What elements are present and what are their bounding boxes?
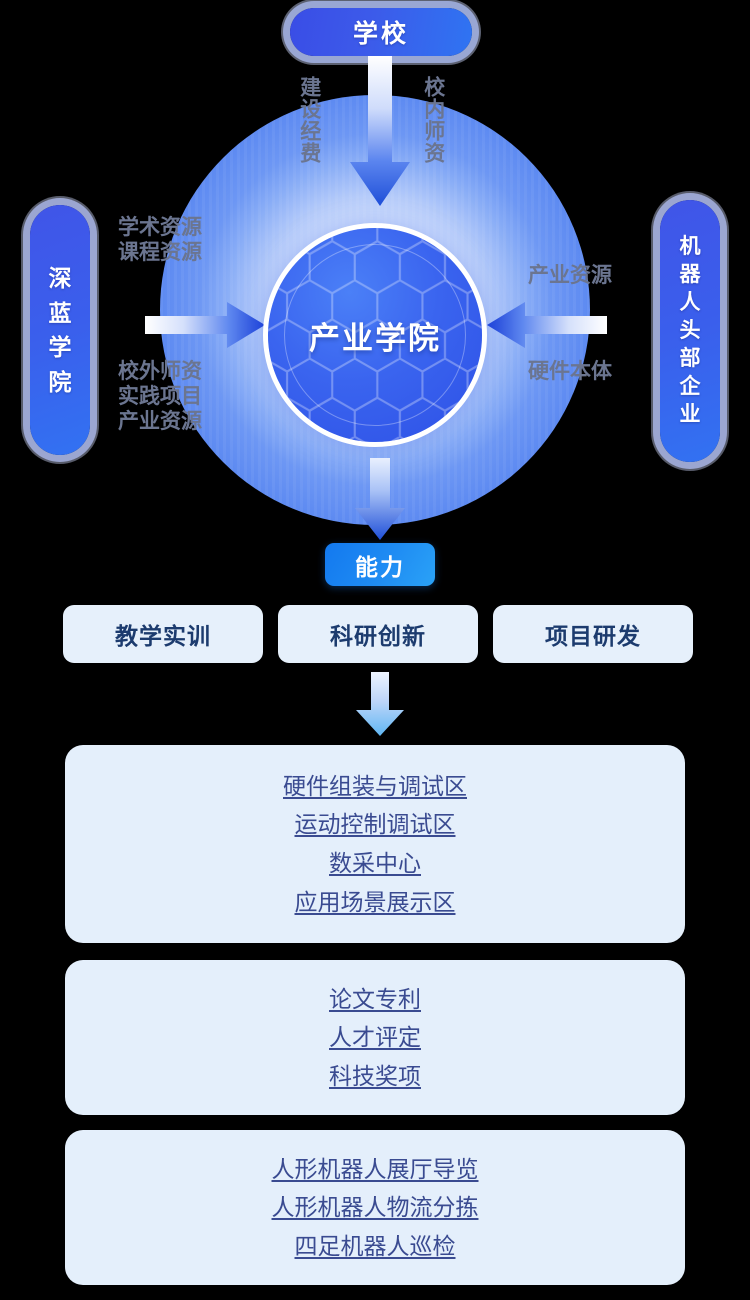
char: 深 <box>48 265 72 291</box>
node-robot-leading-enterprises-label: 机 器 人 头 部 企 业 <box>680 233 701 430</box>
capability-badge[interactable]: 能力 <box>325 543 435 586</box>
hex-texture-icon <box>290 8 472 56</box>
panel-item[interactable]: 人形机器人物流分拣 <box>271 1194 479 1221</box>
teaching-practice-panel: 硬件组装与调试区 运动控制调试区 数采中心 应用场景展示区 <box>65 745 685 943</box>
panel-item[interactable]: 硬件组装与调试区 <box>283 772 467 799</box>
char: 业 <box>679 403 701 427</box>
research-innovation-panel: 论文专利 人才评定 科技奖项 <box>65 960 685 1115</box>
panel-item[interactable]: 数采中心 <box>329 850 421 876</box>
panel-item[interactable]: 论文专利 <box>329 985 421 1012</box>
flow-labels-left-upper: 学术资源 课程资源 <box>118 216 202 266</box>
capability-project-development[interactable]: 项目研发 <box>493 605 693 663</box>
node-industry-college-label: 产业学院 <box>309 320 441 356</box>
node-robot-leading-enterprises[interactable]: 机 器 人 头 部 企 业 <box>660 200 720 462</box>
core-inner-ring <box>284 244 466 426</box>
flow-label-industry-resources-right: 产业资源 <box>528 264 612 287</box>
char: 人 <box>679 290 701 314</box>
char: 头 <box>679 318 701 342</box>
flow-label-hardware-body: 硬件本体 <box>528 360 612 383</box>
flow-label-course-resources: 课程资源 <box>118 240 202 264</box>
hex-texture-icon <box>30 205 90 455</box>
capability-badge-label: 能力 <box>355 553 405 580</box>
node-deep-blue-academy[interactable]: 深 蓝 学 院 <box>30 205 90 455</box>
char: 器 <box>679 262 701 286</box>
panel-item[interactable]: 四足机器人巡检 <box>294 1232 456 1259</box>
arrow-enterprise-to-core <box>487 302 607 348</box>
capability-teaching-practice[interactable]: 教学实训 <box>63 605 263 663</box>
char: 学 <box>48 334 72 360</box>
panel-item[interactable]: 应用场景展示区 <box>294 888 456 915</box>
project-development-panel: 人形机器人展厅导览 人形机器人物流分拣 四足机器人巡检 <box>65 1130 685 1285</box>
panel-item[interactable]: 人才评定 <box>329 1024 421 1051</box>
flow-label-practice-projects: 实践项目 <box>118 384 202 408</box>
capability-label: 项目研发 <box>545 623 641 649</box>
capability-label: 教学实训 <box>115 623 211 649</box>
node-deep-blue-academy-label: 深 蓝 学 院 <box>49 261 72 399</box>
flow-labels-left-lower: 校外师资 实践项目 产业资源 <box>118 360 202 434</box>
char: 蓝 <box>48 299 72 326</box>
node-industry-college[interactable]: 产业学院 <box>268 228 482 442</box>
capability-research-innovation[interactable]: 科研创新 <box>278 605 478 663</box>
flow-label-external-faculty: 校外师资 <box>118 360 202 383</box>
capability-label: 科研创新 <box>330 623 426 649</box>
char: 院 <box>48 368 72 395</box>
arrow-capability-to-outcomes <box>356 672 404 736</box>
flow-label-industry-resources: 产业资源 <box>118 409 202 433</box>
char: 企 <box>679 375 701 399</box>
char: 机 <box>679 234 701 258</box>
flow-label-internal-faculty: 校内师资 <box>421 76 445 164</box>
arrow-academy-to-core <box>145 302 265 348</box>
panel-item[interactable]: 运动控制调试区 <box>294 811 456 838</box>
capability-row: 教学实训 科研创新 项目研发 <box>63 605 693 663</box>
flow-label-academic-resources: 学术资源 <box>118 216 202 239</box>
panel-item[interactable]: 科技奖项 <box>329 1062 421 1089</box>
node-school[interactable]: 学校 <box>290 8 472 56</box>
hex-texture-icon <box>660 200 720 462</box>
arrow-school-to-core <box>350 56 410 206</box>
arrow-core-to-capability <box>355 458 405 540</box>
flow-label-construction-funding: 建设经费 <box>297 76 321 164</box>
char: 部 <box>679 347 701 371</box>
panel-item[interactable]: 人形机器人展厅导览 <box>271 1155 479 1182</box>
node-school-label: 学校 <box>352 20 409 48</box>
